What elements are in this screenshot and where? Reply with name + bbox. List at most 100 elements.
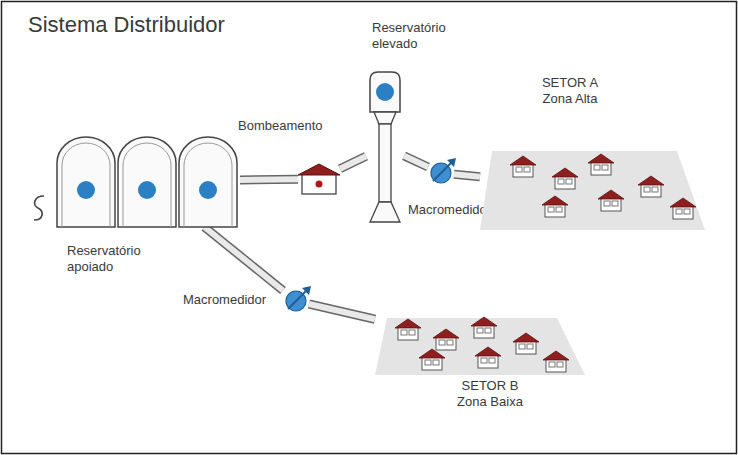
house-window — [676, 209, 682, 214]
node-label: Reservatório apoiado — [67, 243, 167, 274]
house-icon — [588, 154, 614, 175]
house-window — [477, 328, 483, 333]
house-icon — [543, 351, 569, 372]
meter-arrow-head — [302, 286, 311, 295]
reservoir-dome-edge — [184, 143, 232, 227]
house-window — [558, 179, 564, 184]
house-wall — [422, 357, 442, 370]
node-outline — [298, 164, 340, 194]
house-roof — [588, 154, 614, 163]
house-wall — [545, 204, 565, 217]
water-dot — [199, 181, 217, 199]
house-window — [594, 165, 600, 170]
pipe-outline — [309, 304, 375, 319]
house-wall — [516, 341, 536, 354]
house-icon — [419, 349, 445, 370]
house-window — [409, 330, 415, 335]
pipe-outline — [340, 156, 366, 169]
pipe-body — [340, 156, 366, 169]
house-roof — [395, 319, 421, 328]
meter-arrow — [288, 290, 307, 309]
elevated-tank — [370, 72, 400, 112]
reservoir-dome — [179, 137, 237, 227]
sector-ground — [480, 151, 705, 230]
house-window — [433, 360, 439, 365]
node-subtitle: Zona Alta — [542, 91, 598, 107]
node-outline — [283, 288, 309, 314]
house-window — [401, 330, 407, 335]
title-block: Sistema Distribuidor — [28, 12, 225, 38]
house-wall — [641, 184, 661, 197]
house-wall — [398, 327, 418, 340]
water-pipe — [240, 179, 298, 181]
reservoir-dome — [57, 137, 115, 227]
node-label: SETOR BZona Baixa — [457, 378, 523, 409]
house-window — [602, 165, 608, 170]
house-icon — [513, 333, 539, 354]
house-window — [644, 187, 650, 192]
node-title: Macromedidor — [183, 292, 266, 308]
water-facility: Reservatório apoiado — [55, 135, 240, 227]
meter-body — [431, 163, 451, 183]
water-facility: Reservatório elevado — [366, 72, 404, 222]
node-outline — [480, 145, 705, 230]
node-label: Macromedidor — [408, 202, 491, 218]
node-title: SETOR A — [542, 75, 598, 91]
pipe-outline — [454, 174, 480, 176]
house-roof — [552, 168, 578, 177]
house-window — [489, 358, 495, 363]
node-label: SETOR AZona Alta — [542, 75, 598, 106]
house-roof — [471, 317, 497, 326]
house-roof — [475, 347, 501, 356]
house-wall — [591, 162, 611, 175]
meter-arrow — [433, 162, 452, 181]
node-subtitle: Zona Baixa — [457, 394, 523, 410]
house-wall — [601, 198, 621, 211]
reservoir-dome-edge — [123, 143, 171, 227]
house-icon — [542, 196, 568, 217]
house-window — [556, 207, 562, 212]
diagram-title: Sistema Distribuidor — [28, 12, 225, 38]
meter-body — [286, 291, 306, 311]
node-label: Macromedidor — [183, 292, 266, 308]
water-pipe — [454, 174, 480, 176]
house-roof — [598, 190, 624, 199]
house-window — [557, 362, 563, 367]
node-title: Reservatório apoiado — [67, 243, 167, 274]
tower-base — [370, 202, 400, 222]
house-window — [439, 340, 445, 345]
house-roof — [419, 349, 445, 358]
house-wall — [555, 176, 575, 189]
pump-house-roof — [298, 164, 340, 175]
water-inlet-symbol — [34, 196, 44, 220]
water-dot — [376, 83, 394, 101]
node-outline — [375, 312, 585, 375]
pump-house-wall — [302, 174, 336, 194]
house-roof — [433, 329, 459, 338]
pipe-body — [454, 174, 480, 176]
house-window — [549, 362, 555, 367]
meter-arrow-head — [447, 158, 456, 167]
house-roof — [638, 176, 664, 185]
node-title: Macromedidor — [408, 202, 491, 218]
node-outline — [55, 135, 240, 227]
house-window — [548, 207, 554, 212]
house-wall — [513, 164, 533, 177]
pipe-body — [404, 156, 428, 167]
pipe-body — [240, 176, 298, 183]
house-window — [652, 187, 658, 192]
house-roof — [543, 351, 569, 360]
service-sector: SETOR BZona Baixa — [375, 312, 585, 375]
house-roof — [513, 333, 539, 342]
house-wall — [673, 206, 693, 219]
pipe-body — [204, 227, 283, 290]
house-icon — [395, 319, 421, 340]
tower-column — [379, 124, 391, 202]
reservoir-dome — [118, 137, 176, 227]
node-title: Reservatório elevado — [372, 20, 467, 51]
flow-meter: Macromedidor — [283, 288, 309, 314]
water-pipe — [309, 304, 375, 319]
house-window — [519, 344, 525, 349]
house-window — [481, 358, 487, 363]
